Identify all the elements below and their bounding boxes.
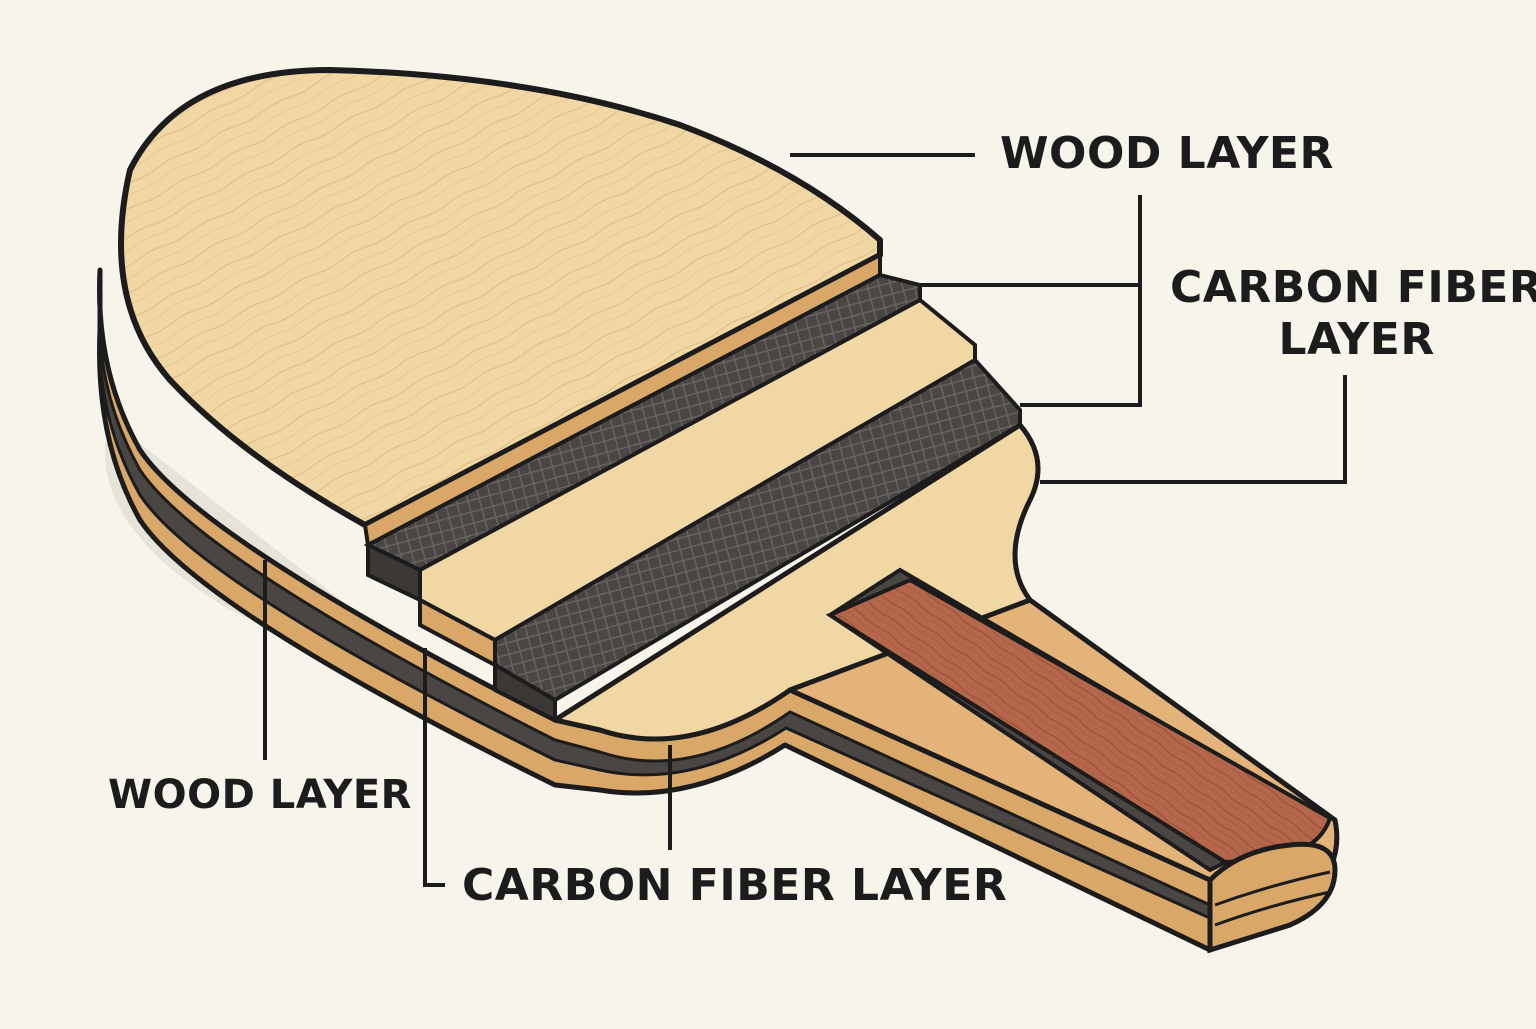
blade-top-wood [118,67,883,528]
label-carbon-line2: LAYER [1278,314,1435,365]
leader-carbon-bottom [423,648,445,887]
label-carbon-fiber-layer-bottom: CARBON FIBER LAYER [462,860,1008,911]
label-wood-layer-bottom: WOOD LAYER [108,772,412,818]
leader-carbon-right-2 [1040,375,1347,484]
label-carbon-line1: CARBON FIBER [1170,262,1536,313]
leader-lines [263,153,1347,887]
label-wood-layer-top: WOOD LAYER [1000,128,1334,179]
handle-end-cap [1207,841,1338,954]
label-carbon-fiber-layer-right: CARBON FIBER LAYER [1170,262,1536,366]
leader-carbon-right [920,195,1142,407]
handle-end-lines [1214,870,1331,927]
